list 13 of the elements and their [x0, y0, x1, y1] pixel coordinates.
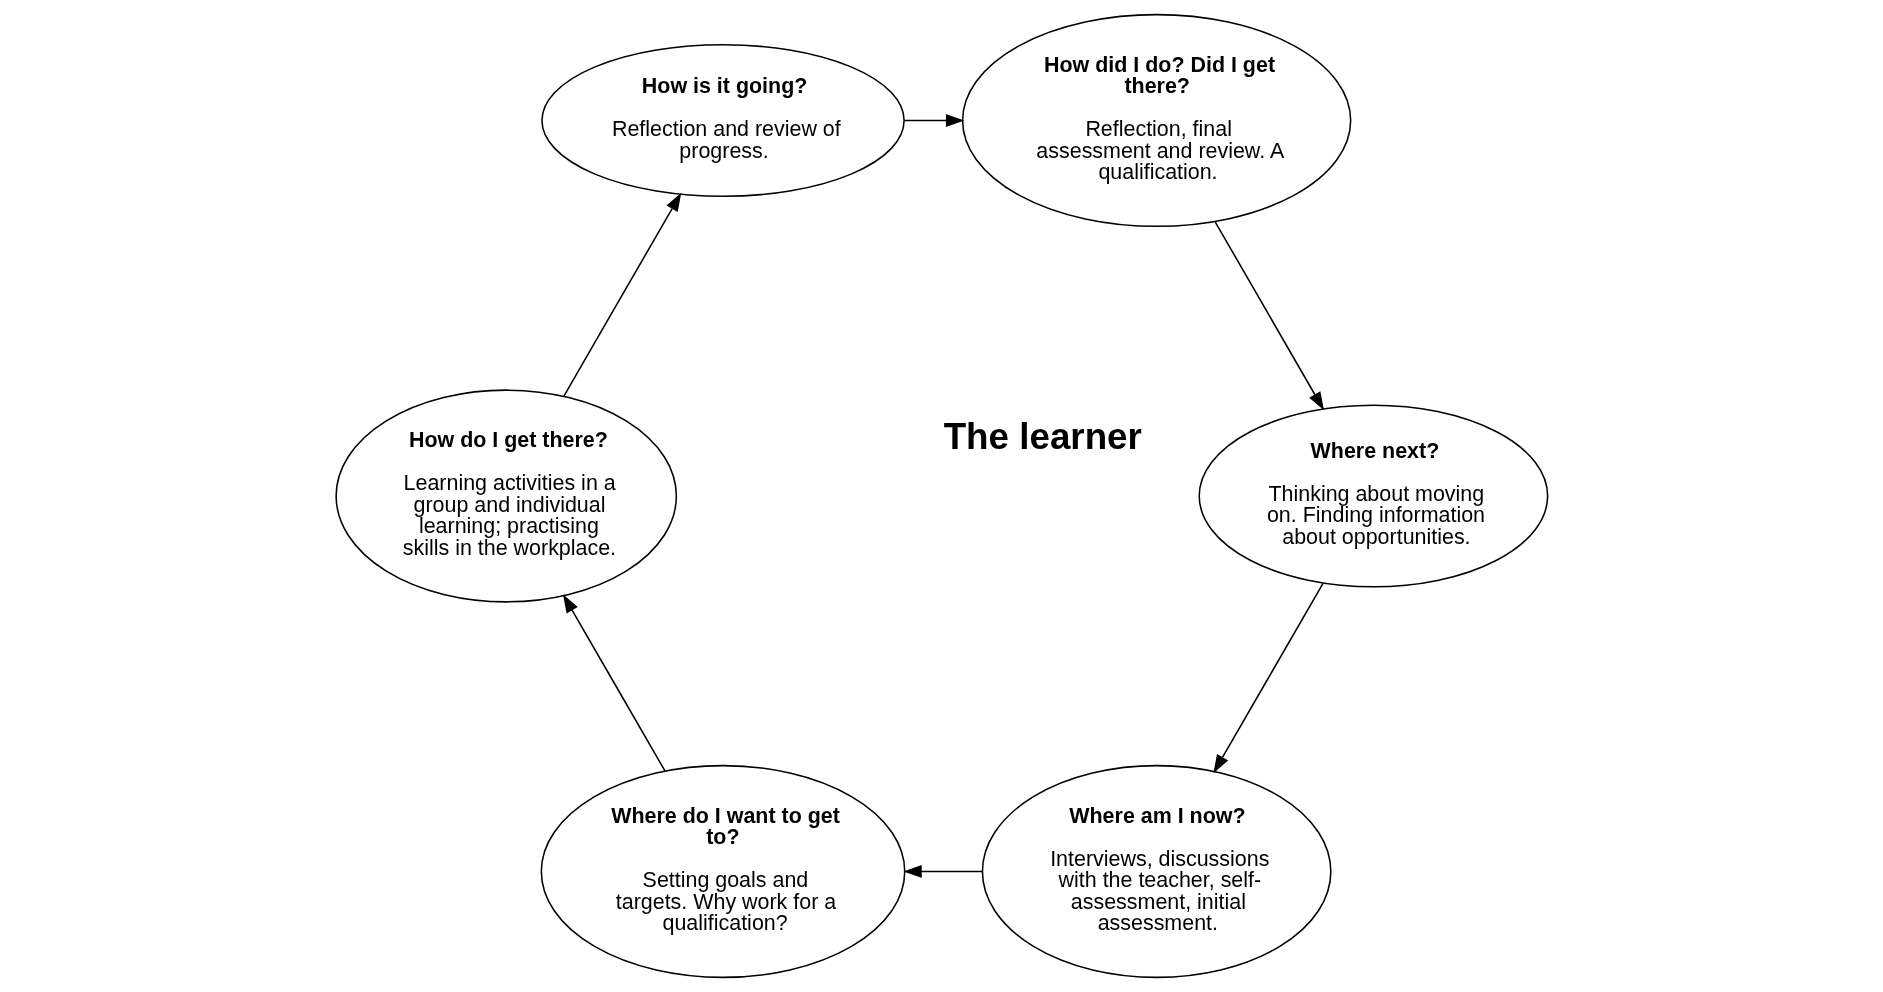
node-ellipse: Where am I now? Interviews, discussions with the teacher, self-assessment, initial assessment.	[981, 764, 1332, 979]
node-ellipse: Where next? Thinking about moving on. Finding information about opportunities.	[1197, 404, 1548, 588]
arrow	[1214, 221, 1324, 411]
node-ellipse: How is it going? Reflection and review of progress.	[540, 43, 905, 198]
label: The learner	[943, 415, 1142, 457]
arrow	[562, 192, 681, 397]
node-ellipse: Where do I want to get to? Setting goals and targets. Why work for a qualification?	[540, 764, 905, 979]
arrow	[1212, 582, 1324, 774]
arrow	[562, 594, 666, 772]
arrow	[902, 865, 983, 878]
node-ellipse: How did I do? Did I get there? Reflection, final assessment and review. A qualification.	[961, 13, 1351, 228]
node-ellipse: How do I get there? Learning activities in a group and individual learning; practising skills in the workplace.	[334, 389, 677, 603]
arrow	[903, 114, 964, 127]
